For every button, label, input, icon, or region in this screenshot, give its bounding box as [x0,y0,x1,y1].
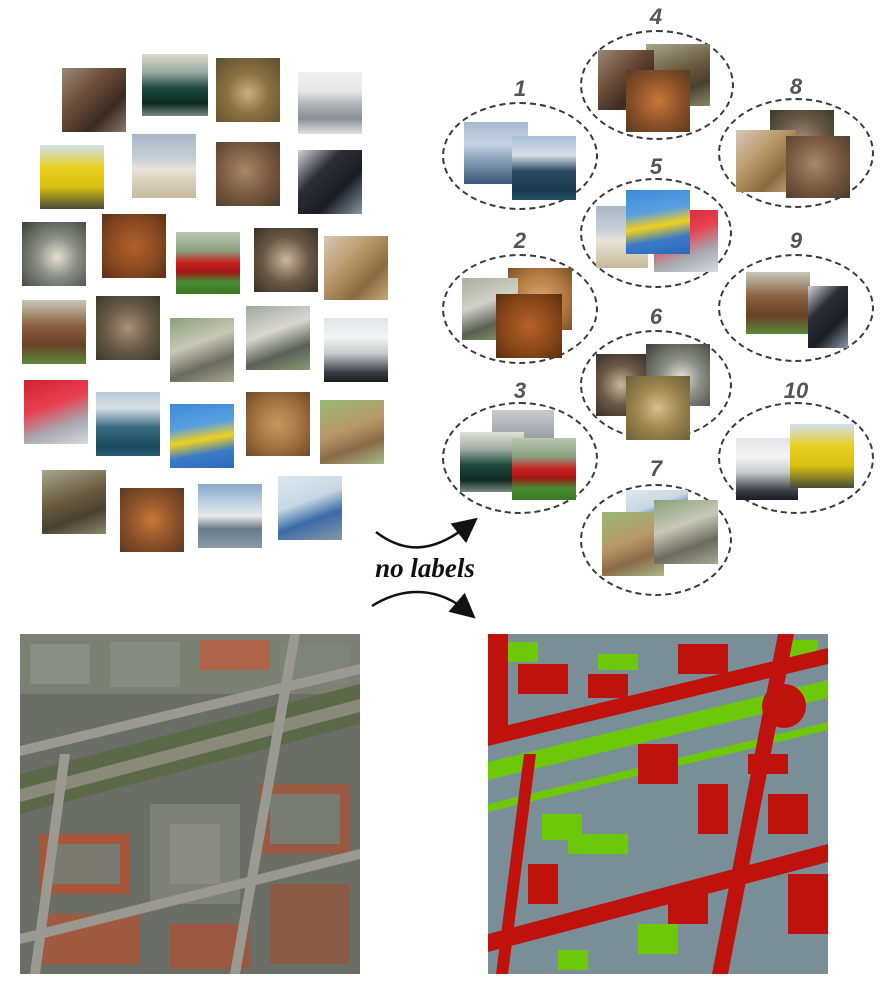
thumb-bird [170,318,234,382]
cluster-1-ship [512,136,576,200]
cluster-8-ring [718,98,874,208]
thumb-truck [324,318,388,382]
cluster-9-number: 9 [789,228,803,253]
cluster-6-number: 6 [649,304,663,329]
thumb-monkey [216,58,280,122]
cluster-5-ring [580,178,732,288]
cluster-3-number: 3 [513,378,527,403]
thumb-bird [278,476,342,540]
bottom-arrow [371,590,476,619]
cluster-4-deer [626,70,690,132]
thumb-ship [198,484,262,548]
thumb-cat [216,142,280,206]
cluster-2-ring [442,254,598,364]
cluster-8-cat [786,136,850,198]
thumb-car [176,232,240,294]
cluster-4-ring [580,30,734,140]
cluster-7-bird [654,500,718,564]
thumb-dog [246,392,310,456]
cluster-1-number: 1 [513,76,527,101]
thumb-airplane [132,134,196,198]
thumb-horse [298,150,362,214]
thumb-bird [320,400,384,464]
caption-no-labels: no labels [375,553,475,583]
thumb-airplane [24,380,88,444]
thumb-deer [120,488,184,552]
cluster-7-number: 7 [649,456,663,481]
thumb-ship [96,392,160,456]
cluster-5-airplane [626,190,690,254]
cluster-2-dog [496,294,562,358]
thumb-deer [62,68,126,132]
thumb-deer [42,470,106,534]
thumb-dog [102,214,166,278]
thumb-car [298,72,362,134]
cluster-7-ring [580,484,732,596]
cluster-6-monkey [626,376,690,440]
cluster-2-number: 2 [513,228,527,253]
thumb-cat [324,236,388,300]
thumb-truck [40,145,104,209]
thumb-bird [254,228,318,292]
thumb-car [142,54,208,116]
cluster-10-truck [790,424,854,488]
segmentation-map [488,634,828,974]
cluster-8-number: 8 [789,74,803,99]
cluster-7-bird [602,512,664,576]
thumb-airplane [170,404,234,468]
thumb-dog [246,306,310,370]
cluster-3-car [512,438,576,500]
thumb-horse [22,300,86,364]
cluster-9-ring [718,254,874,362]
cluster-10-ring [718,402,874,514]
thumb-cat [96,296,160,360]
cluster-9-horse [808,286,848,348]
cluster-1-ring [442,102,598,210]
top-arrow [375,517,478,549]
cluster-10-number: 10 [783,378,809,403]
cluster-3-ring [442,402,598,514]
cluster-5-number: 5 [649,154,663,179]
cluster-9-horse [746,272,810,334]
aerial-photo [20,634,360,974]
cluster-4-number: 4 [649,4,663,29]
cluster-10-truck [736,438,798,500]
thumb-monkey [22,222,86,286]
